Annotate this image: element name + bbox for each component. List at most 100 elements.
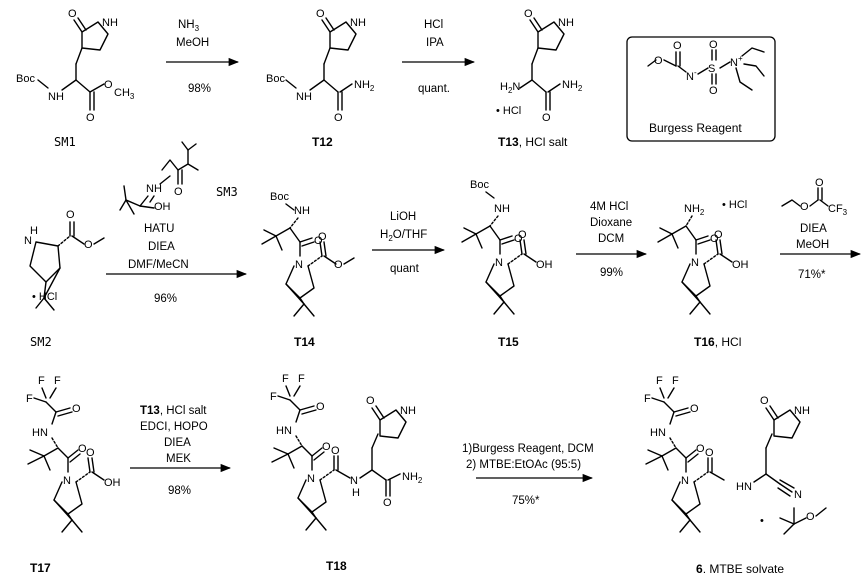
atom-o: O — [84, 239, 93, 251]
atom-n: N — [307, 473, 315, 485]
atom-n: N — [495, 257, 503, 269]
yield: 71%* — [798, 269, 826, 281]
reagent-diea: DIEA — [164, 437, 191, 449]
atom-n-plus: N+ — [730, 54, 743, 69]
reagent-edci-hopo: EDCI, HOPO — [140, 421, 208, 433]
reagent-diea: DIEA — [148, 241, 175, 253]
burgess-label: Burgess Reagent — [649, 121, 742, 135]
atom-hn: HN — [32, 427, 48, 439]
atom-nh2: NH2 — [354, 79, 375, 93]
step-1: NH3 MeOH 98% — [166, 19, 240, 95]
atom-oh: OH — [154, 201, 171, 213]
compound-t18: F F F O HN O N O N H — [270, 373, 423, 531]
reagent-diea: DIEA — [800, 223, 827, 235]
atom-o: O — [72, 403, 81, 415]
atom-boc: Boc — [270, 191, 289, 203]
atom-nh: NH — [146, 183, 162, 195]
atom-s: S — [708, 63, 715, 75]
compound-6: F F F O HN O N O HN — [644, 375, 827, 535]
reagent-hatu: HATU — [144, 223, 174, 235]
atom-nh: NH — [494, 203, 510, 215]
atom-oh: OH — [732, 259, 749, 271]
atom-f: F — [26, 393, 33, 405]
atom-o: O — [383, 497, 392, 509]
atom-ch3: CH3 — [114, 87, 135, 101]
reagent-t13-hcl-salt: T13, HCl salt — [140, 405, 207, 417]
atom-nh: NH — [296, 91, 312, 103]
compound-t16: NH2 • HCl O N O OH — [657, 199, 749, 315]
atom-o: O — [66, 209, 75, 221]
atom-n: N — [691, 257, 699, 269]
solvent-meoh: MeOH — [176, 37, 209, 49]
atom-o: O — [318, 231, 327, 243]
atom-o: O — [68, 8, 77, 20]
label-sm3: SM3 — [216, 185, 238, 199]
atom-nh: NH — [350, 17, 366, 29]
atom-boc: Boc — [16, 73, 35, 85]
atom-o: O — [366, 395, 375, 407]
atom-f: F — [298, 373, 305, 385]
burgess-reagent-box: O O N- S O O N+ Burgess Reagent — [626, 36, 776, 142]
label-t17: T17 — [30, 561, 51, 573]
atom-o: O — [86, 447, 95, 459]
atom-o: O — [709, 85, 718, 97]
atom-hn: HN — [276, 425, 292, 437]
atom-f: F — [54, 375, 61, 387]
atom-n-nitrile: N — [794, 489, 802, 501]
atom-o: O — [334, 112, 343, 124]
atom-o: O — [696, 443, 705, 455]
atom-hn: HN — [650, 427, 666, 439]
step-3: O NH OH SM3 HATU DIEA DMF/MeCN 96% — [106, 141, 248, 305]
atom-o: O — [760, 395, 769, 407]
solvent-dmf-mecn: DMF/MeCN — [128, 259, 189, 271]
atom-f: F — [38, 375, 45, 387]
yield: 98% — [168, 485, 191, 497]
atom-f: F — [644, 393, 651, 405]
atom-nh2: NH2 — [402, 471, 423, 485]
atom-f: F — [672, 375, 679, 387]
atom-o: O — [334, 259, 343, 271]
atom-o: O — [322, 441, 331, 453]
atom-nh: NH — [294, 205, 310, 217]
yield: 98% — [188, 83, 211, 95]
atom-o: O — [174, 186, 183, 198]
hcl-salt: • HCl — [722, 199, 747, 211]
label-t15: T15 — [498, 335, 519, 349]
atom-nh: NH — [102, 17, 118, 29]
atom-o: O — [673, 40, 682, 52]
atom-o: O — [78, 443, 87, 455]
yield: 96% — [154, 293, 177, 305]
atom-o: O — [514, 233, 523, 245]
yield: 99% — [600, 267, 623, 279]
hcl-salt: • HCl — [496, 105, 521, 117]
atom-boc: Boc — [266, 73, 285, 85]
solvent-h2o-thf: H2O/THF — [380, 229, 427, 243]
reagent-hcl: HCl — [424, 19, 443, 31]
atom-o: O — [316, 8, 325, 20]
atom-nh: NH — [48, 91, 64, 103]
compound-t14: Boc NH O N O O — [261, 191, 355, 317]
atom-f: F — [282, 373, 289, 385]
atom-f: F — [270, 391, 277, 403]
atom-boc: Boc — [470, 179, 489, 191]
atom-o: O — [524, 8, 533, 20]
atom-n: N — [63, 475, 71, 487]
atom-o: O — [800, 201, 809, 213]
atom-o: O — [314, 235, 323, 247]
label-t14: T14 — [294, 335, 315, 349]
atom-o: O — [542, 112, 551, 124]
atom-nh: HN — [736, 481, 752, 493]
solvent-meoh: MeOH — [796, 239, 829, 251]
reagent-4m-hcl: 4M HCl — [590, 201, 628, 213]
atom-o: O — [654, 55, 663, 67]
atom-o: O — [714, 229, 723, 241]
atom-h: H — [352, 487, 360, 499]
atom-nh2: NH2 — [562, 79, 583, 93]
atom-n: N — [295, 259, 303, 271]
atom-n: N — [24, 235, 32, 247]
atom-n-minus: N- — [686, 68, 697, 83]
atom-h: H — [30, 225, 38, 237]
step-2: HCl IPA quant. — [402, 19, 476, 95]
label-t16: T16, HCl — [694, 335, 741, 349]
solvent-dioxane: Dioxane — [590, 217, 632, 229]
